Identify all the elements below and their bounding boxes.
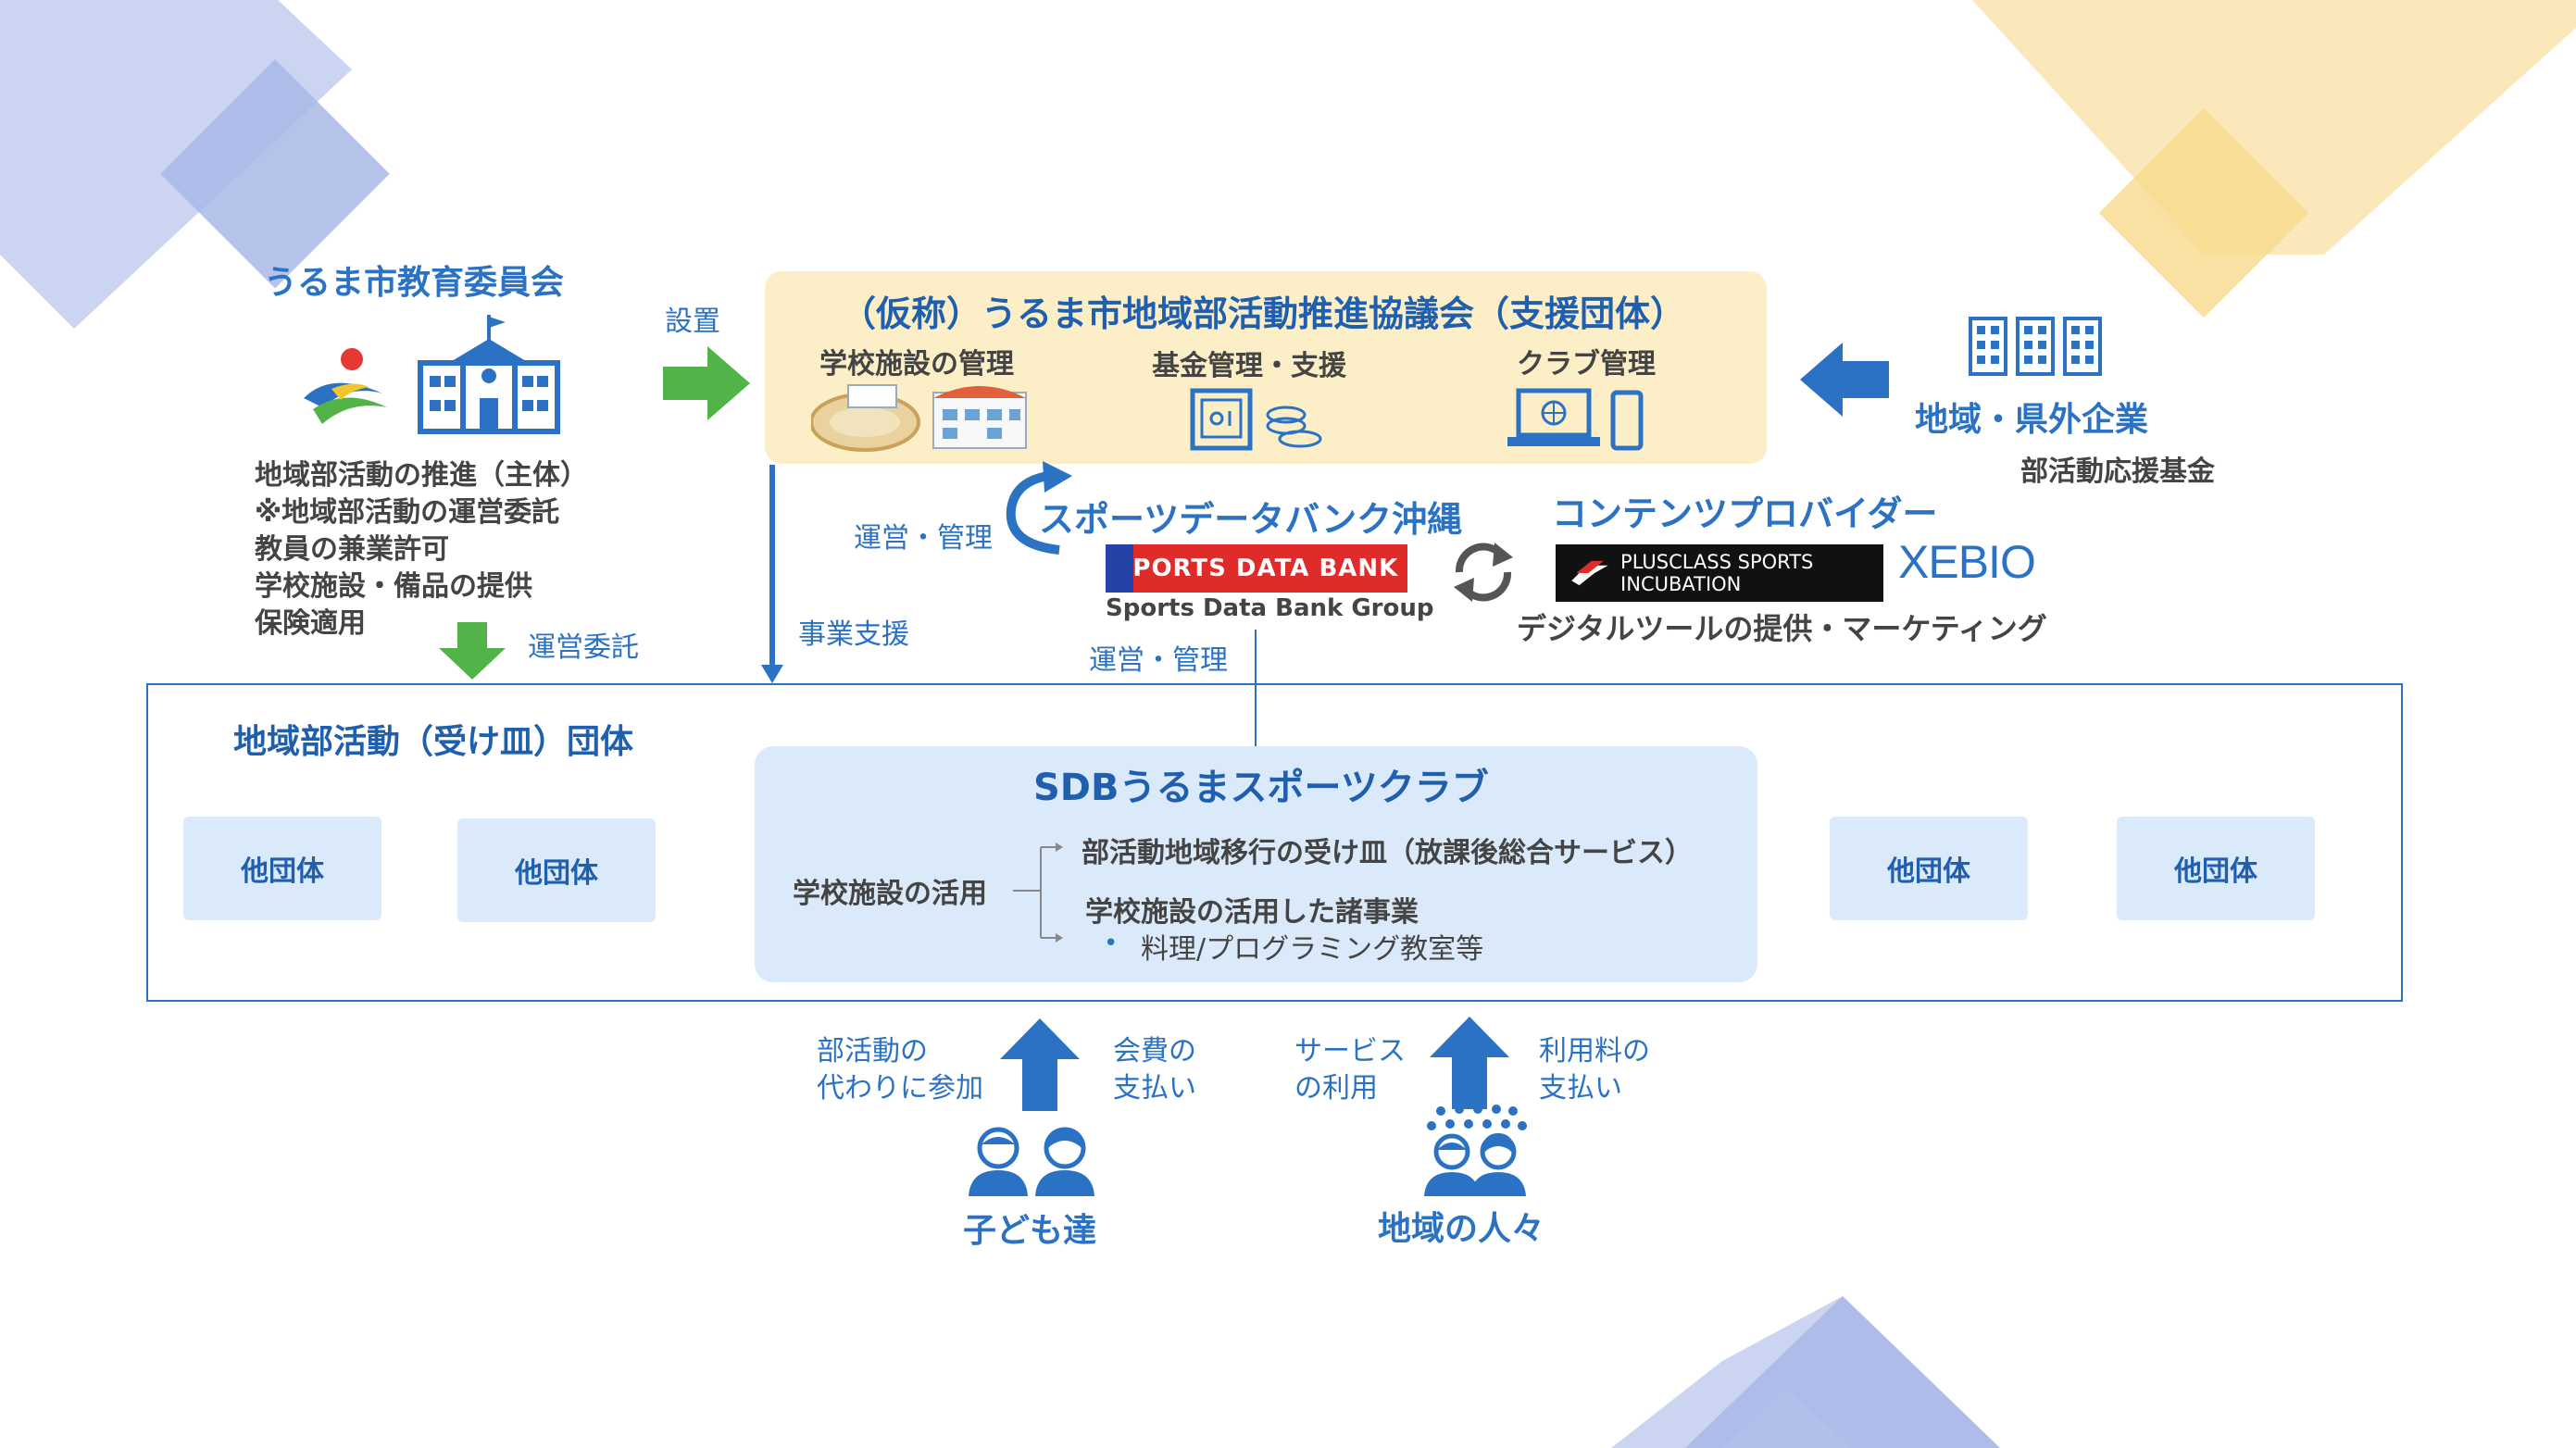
plusclass-mark-icon [1571,560,1608,586]
council-item-facility: 学校施設の管理 [819,348,1014,381]
receiving-frame [146,683,2403,1002]
council-item-fund: 基金管理・支援 [1152,350,1346,382]
board-role-5: 保険適用 [255,607,366,640]
content-providers-desc: デジタルツールの提供・マーケティング [1517,611,2047,646]
club-service-2: 学校施設の活用した諸事業 [1085,896,1419,929]
children-left-line1: 部活動の [817,1035,928,1067]
safe-coins-icon [1190,388,1322,451]
children-right-line1: 会費の [1113,1035,1196,1067]
refresh-cycle-icon [1454,543,1513,602]
buildings-icon [1969,317,2102,376]
right-arrow-green-icon [663,346,750,420]
city-emblem-icon [304,348,387,424]
board-role-1: 地域部活動の推進（主体） [255,459,588,492]
children-left-line2: 代わりに参加 [817,1072,983,1105]
council-title: （仮称）うるま市地域部活動推進協議会（支援団体） [841,293,1686,334]
edge-operation-commission: 運営委託 [528,631,639,664]
sports-data-bank-logo: SPORTS DATA BANK [1106,544,1407,593]
council-item-club: クラブ管理 [1517,348,1656,381]
edge-manage-bottom: 運営・管理 [1089,644,1228,677]
plusclass-logo: PLUSCLASS SPORTS INCUBATION [1556,544,1883,602]
club-service-2-bullet: 料理/プログラミング教室等 [1141,933,1484,966]
board-role-4: 学校施設・備品の提供 [255,570,532,603]
left-arrow-blue-icon [1800,343,1889,417]
club-title: SDBうるまスポーツクラブ [1033,767,1489,809]
residents-label: 地域の人々 [1378,1210,1545,1248]
other-org-1: 他団体 [183,817,381,920]
board-role-3: 教員の兼業許可 [255,533,449,566]
other-org-4: 他団体 [2117,817,2315,920]
down-arrow-green-icon [439,622,506,680]
club-service-2-bullet-dot: • [1104,930,1119,957]
up-arrow-children-icon [1000,1018,1080,1111]
residents-icon [1424,1105,1527,1196]
board-role-2: ※地域部活動の運営委託 [255,496,560,529]
children-label: 子ども達 [963,1212,1097,1250]
companies-fund: 部活動応援基金 [2020,456,2215,488]
edge-manage-left: 運営・管理 [854,522,993,555]
up-arrow-residents-icon [1430,1017,1509,1109]
residents-right-line1: 利用料の [1539,1035,1650,1067]
club-branch-lines [1013,843,1063,942]
club-facility-use: 学校施設の活用 [793,878,987,910]
children-icon [969,1127,1094,1196]
xebio-logo: XEBIO [1898,536,2036,588]
residents-right-line2: 支払い [1539,1072,1622,1105]
content-providers-title: コンテンツプロバイダー [1552,493,1938,534]
manage-connector-line [1255,630,1257,746]
school-grounds-icon [811,384,1027,452]
companies-title: 地域・県外企業 [1915,401,2149,439]
receiving-title: 地域部活動（受け皿）団体 [233,723,634,761]
school-icon [418,315,560,434]
board-title: うるま市教育委員会 [264,264,565,302]
curved-arrow-icon [1006,461,1072,555]
sdb-okinawa-title: スポーツデータバンク沖縄 [1039,499,1463,540]
sdb-group-label: Sports Data Bank Group [1106,594,1434,622]
support-line [761,465,783,683]
club-box [755,746,1757,982]
council-box [765,271,1767,464]
residents-left-line1: サービス [1294,1035,1406,1067]
children-right-line2: 支払い [1113,1072,1196,1105]
laptop-phone-icon [1507,388,1644,451]
edge-setup: 設置 [665,306,720,338]
edge-business-support: 事業支援 [798,618,909,651]
other-org-2: 他団体 [457,818,656,922]
club-service-1: 部活動地域移行の受け皿（放課後総合サービス） [1082,837,1693,869]
residents-left-line2: の利用 [1294,1072,1378,1105]
other-org-3: 他団体 [1830,817,2028,920]
